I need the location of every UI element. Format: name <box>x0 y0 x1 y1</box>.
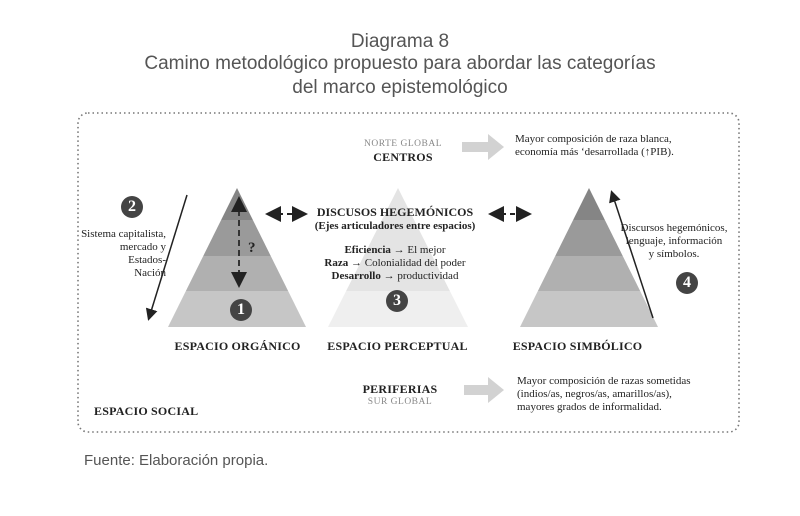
number-badge-2: 2 <box>121 196 143 218</box>
left-note-line: Nación <box>134 267 166 279</box>
hegemonic-subtitle: (Ejes articuladores entre espacios) <box>314 220 476 232</box>
peripheries-label: PERIFERIAS <box>362 382 438 396</box>
right-up-arrow <box>609 190 654 319</box>
organic-space-label: ESPACIO ORGÁNICO <box>174 339 301 353</box>
south-desc-line: Mayor composición de razas sometidas <box>517 375 691 387</box>
south-arrow-icon <box>464 377 504 403</box>
north-arrow-icon <box>462 134 504 160</box>
south-description: Mayor composición de razas sometidas (in… <box>517 375 691 414</box>
left-down-arrow <box>145 194 188 321</box>
left-note-line: Sistema capitalista, <box>81 228 166 240</box>
south-desc-line: (indios/as, negros/as, amarillos/as), <box>517 388 672 400</box>
right-note-line: y símbolos. <box>648 248 700 260</box>
diagram-label: Diagrama 8 <box>350 31 450 52</box>
left-note: Sistema capitalista, mercado y Estados- … <box>80 228 166 280</box>
question-mark: ? <box>248 240 256 256</box>
number-badge-3: 3 <box>386 290 408 312</box>
symbolic-space-label: ESPACIO SIMBÓLICO <box>512 339 643 353</box>
diagram-title-line2: del marco epistemológico <box>292 77 508 98</box>
hegemonic-discourses-block: DISCUSOS HEGEMÓNICOS (Ejes articuladores… <box>300 205 490 232</box>
social-space-border <box>77 112 740 433</box>
discourse-list: Eficiencia → El mejor Raza → Colonialida… <box>300 244 490 283</box>
north-desc-line: Mayor composición de raza blanca, <box>515 133 672 145</box>
discourse-item: Desarrollo → productividad <box>331 270 459 282</box>
left-note-line: mercado y Estados- <box>119 241 166 266</box>
number-badge-1: 1 <box>230 299 252 321</box>
north-global-label: NORTE GLOBAL <box>364 139 442 149</box>
centers-label: CENTROS <box>373 150 433 164</box>
right-note-line: Discursos hegemónicos, <box>620 222 728 234</box>
diagram-title-line1: Camino metodológico propuesto para abord… <box>144 53 656 74</box>
discourse-item: Eficiencia → El mejor <box>344 244 446 256</box>
north-desc-line: economía más ‘desarrollada (↑PIB). <box>515 146 674 158</box>
south-desc-line: mayores grados de informalidad. <box>517 401 662 413</box>
right-note-line: lenguaje, información <box>625 235 723 247</box>
hegemonic-title: DISCUSOS HEGEMÓNICOS <box>316 205 474 219</box>
south-global-label: SUR GLOBAL <box>367 397 433 407</box>
perceptual-space-label: ESPACIO PERCEPTUAL <box>327 339 468 353</box>
number-badge-4: 4 <box>676 272 698 294</box>
social-space-label: ESPACIO SOCIAL <box>94 404 199 418</box>
north-description: Mayor composición de raza blanca, econom… <box>515 133 674 159</box>
source-note: Fuente: Elaboración propia. <box>84 452 269 469</box>
right-note: Discursos hegemónicos, lenguaje, informa… <box>618 222 730 261</box>
discourse-item: Raza → Colonialidad del poder <box>324 257 466 269</box>
